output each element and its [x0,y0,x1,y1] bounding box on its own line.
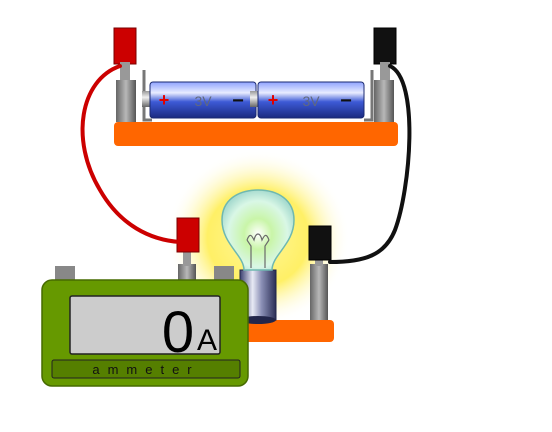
ammeter-unit: A [197,324,217,357]
left-terminal-post [116,80,136,122]
battery-negative-clip[interactable] [373,27,397,65]
battery-1-negative-sign: − [232,90,244,112]
battery-positive-clip-neck [120,62,130,80]
battery-cell-1: + 3V − [142,81,257,119]
battery-2-cap [250,91,260,107]
ammeter-display [69,295,221,355]
bulb-holder-base [222,320,334,342]
bulb-filament [246,233,270,268]
positive-lead-wire[interactable] [80,64,182,244]
right-terminal-post [374,80,394,122]
battery-2-negative-sign: − [340,90,352,112]
bulb-left-clip-neck [183,248,191,266]
battery-2-body [257,81,365,119]
bulb-positive-clip[interactable] [176,217,200,253]
battery-2-positive-sign: + [268,90,279,110]
light-bulb [221,189,295,271]
battery-1-cap [142,91,152,107]
battery-2-voltage-label: 3V [302,93,320,109]
bulb-right-post [310,264,328,320]
battery-positive-clip[interactable] [113,27,137,65]
bulb-negative-clip[interactable] [308,225,332,261]
right-spring-contact [364,70,374,122]
ammeter-right-terminal [214,266,234,282]
left-spring-contact [142,70,152,122]
battery-1-positive-sign: + [159,90,170,110]
battery-holder [114,70,398,146]
ammeter: 0 A ammeter [41,266,249,387]
ammeter-label: ammeter [92,362,199,377]
ammeter-left-terminal [55,266,75,282]
ammeter-label-strip [51,359,241,379]
battery-negative-clip-neck [380,62,390,80]
ammeter-reading: 0 [162,300,194,365]
battery-holder-base [114,122,398,146]
bulb-socket-bottom [240,316,276,324]
negative-lead-wire[interactable] [328,64,412,264]
battery-1-voltage-label: 3V [194,93,212,109]
battery-cell-2: + 3V − [250,81,365,119]
